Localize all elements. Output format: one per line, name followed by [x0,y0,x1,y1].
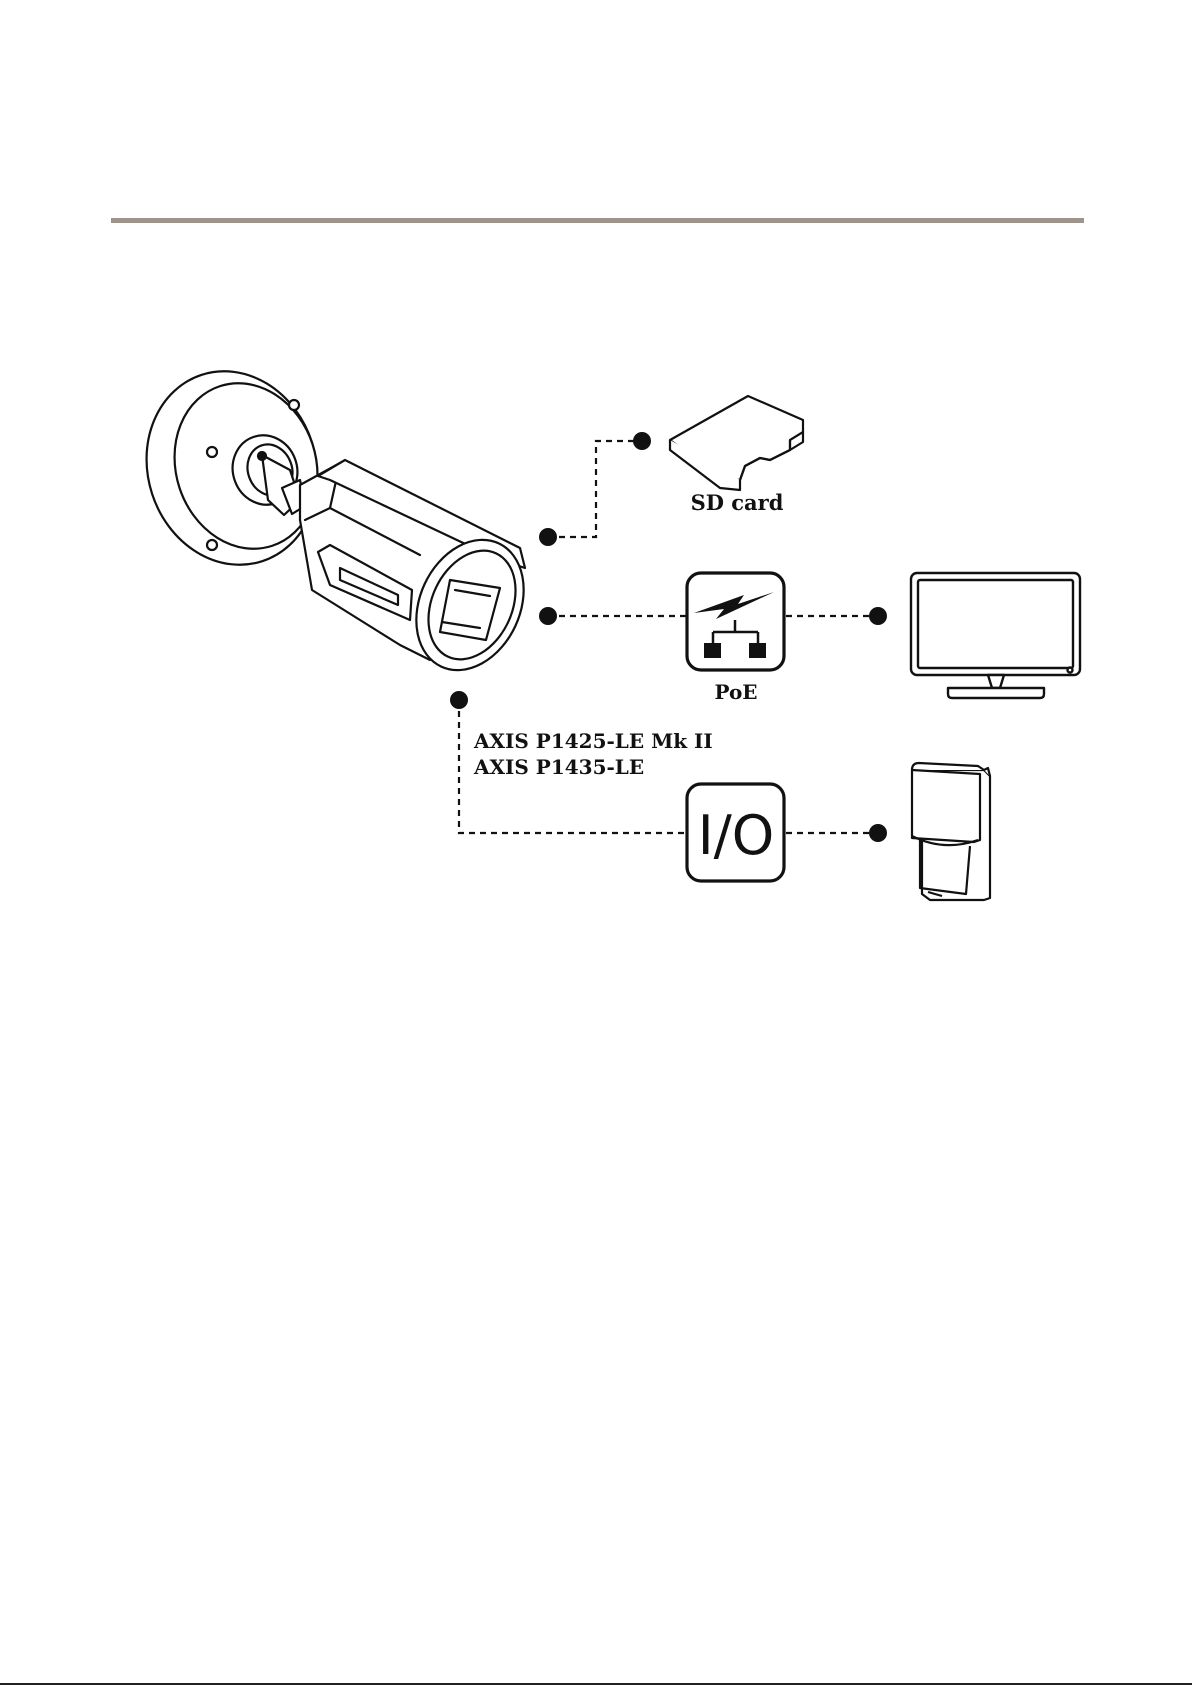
motion-sensor-icon [912,763,990,900]
sensor-dot [869,824,887,842]
poe-switch-icon [687,573,784,670]
sd-card-icon [670,396,803,490]
model-name-1: AXIS P1425-LE Mk II [473,729,713,753]
model-name-2: AXIS P1435-LE [473,755,644,779]
camera-io-dot [450,691,468,709]
monitor-dot [869,607,887,625]
sd-card-connector [548,441,640,537]
sd-card-dot [633,432,651,450]
monitor-icon [911,573,1080,698]
camera-port-dot [539,528,557,546]
poe-label: PoE [714,680,757,704]
bullet-camera-illustration [122,349,544,688]
io-label: I/O [698,804,775,867]
sd-card-label: SD card [691,490,784,515]
camera-network-dot [539,607,557,625]
